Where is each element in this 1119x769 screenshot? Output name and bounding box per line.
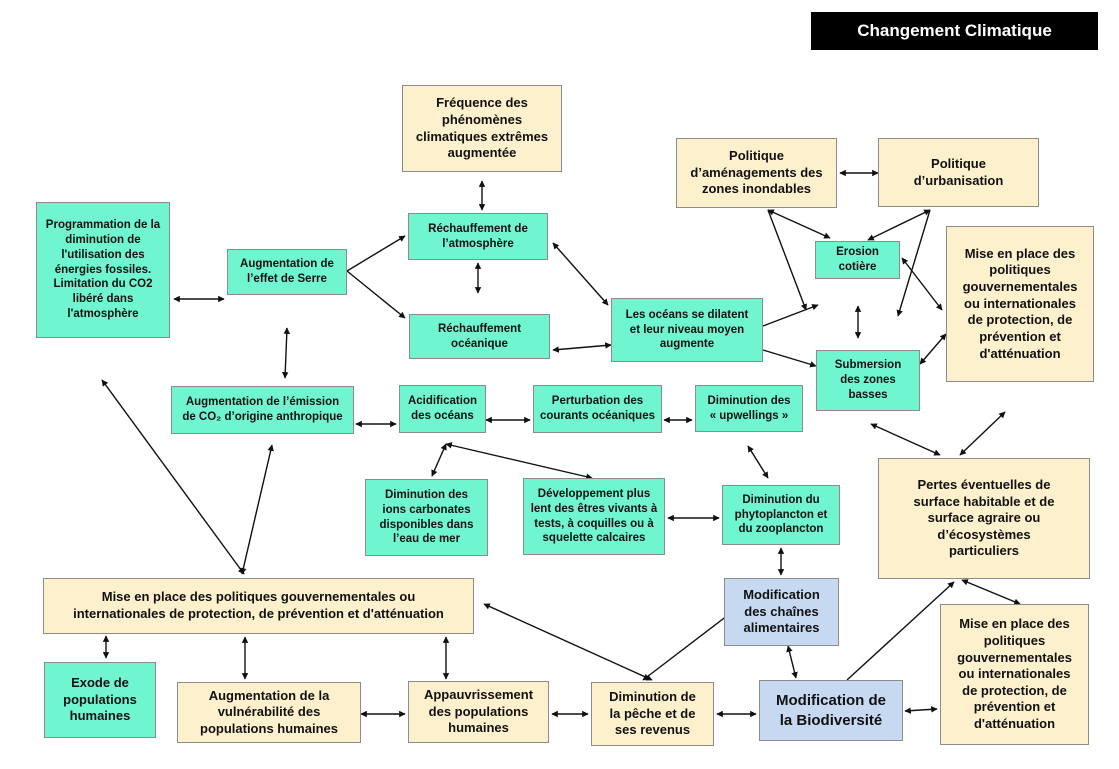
connector-arrow-42	[961, 579, 1021, 605]
connector-arrow-29	[240, 444, 274, 575]
node-vulnerabilite: Augmentation de la vulnérabilité des pop…	[177, 682, 361, 743]
node-modification-biodiversite: Modification de la Biodiversité	[759, 680, 903, 741]
node-rechauffement-atmosphere: Réchauffement de l’atmosphère	[408, 213, 548, 260]
node-diminution-upwellings: Diminution des « upwellings »	[695, 385, 803, 432]
node-oceans-dilatent: Les océans se dilatent et leur niveau mo…	[611, 298, 763, 362]
connector-arrow-24	[747, 445, 769, 479]
node-mise-en-place-right: Mise en place des politiques gouvernemen…	[946, 226, 1094, 382]
connector-arrow-10	[767, 209, 831, 239]
connector-arrow-26	[870, 423, 941, 456]
node-programmation: Programmation de la diminution de l'util…	[36, 202, 170, 338]
connector-arrow-12	[896, 209, 931, 317]
connector-arrow-6	[552, 242, 609, 306]
connector-arrow-22	[431, 443, 447, 477]
connector-arrow-27	[959, 411, 1006, 456]
node-modification-chaines: Modification des chaînes alimentaires	[724, 578, 839, 646]
node-mise-en-place-bottom-right: Mise en place des politiques gouvernemen…	[940, 604, 1089, 745]
connector-arrow-5	[346, 270, 406, 319]
diagram-title: Changement Climatique	[811, 12, 1098, 50]
node-developpement-lent: Développement plus lent des êtres vivant…	[523, 478, 665, 555]
node-frequence: Fréquence des phénomènes climatiques ext…	[402, 85, 562, 172]
node-phytoplancton: Diminution du phytoplancton et du zoopla…	[722, 485, 840, 545]
node-erosion: Erosion cotière	[815, 241, 900, 279]
node-exode: Exode de populations humaines	[44, 662, 156, 738]
connector-arrow-35	[642, 608, 737, 681]
node-politique-urbanisation: Politique d’urbanisation	[878, 138, 1039, 207]
node-pertes-surface: Pertes éventuelles de surface habitable …	[878, 458, 1090, 579]
connector-arrow-15	[762, 349, 817, 368]
node-mise-en-place-bottom: Mise en place des politiques gouvernemen…	[43, 578, 474, 634]
connector-arrow-17	[552, 342, 612, 353]
node-effet-serre: Augmentation de l’effet de Serre	[227, 249, 347, 295]
connector-arrow-11	[867, 209, 931, 241]
node-acidification: Acidification des océans	[399, 385, 486, 433]
connector-arrow-36	[786, 645, 798, 679]
connector-arrow-41	[846, 581, 955, 681]
node-ions-carbonates: Diminution des ions carbonates disponibl…	[365, 479, 488, 556]
connector-arrow-23	[445, 442, 593, 480]
connector-arrow-16	[919, 333, 947, 365]
connector-arrow-13	[901, 257, 943, 311]
node-appauvrissement: Appauvrissement des populations humaines	[408, 681, 549, 743]
node-submersion: Submersion des zones basses	[816, 350, 920, 411]
node-diminution-peche: Diminution de la pêche et de ses revenus	[591, 682, 714, 746]
connector-arrow-34	[483, 603, 653, 681]
node-perturbation-courants: Perturbation des courants océaniques	[533, 385, 662, 433]
connector-arrow-18	[281, 327, 291, 379]
connector-arrow-7	[762, 304, 819, 327]
node-emission-co2: Augmentation de l’émission de CO₂ d’orig…	[171, 386, 354, 434]
connector-arrow-28	[101, 379, 245, 575]
connector-arrow-40	[904, 706, 938, 714]
node-rechauffement-oceanique: Réchauffement océanique	[409, 314, 550, 359]
node-politique-amenagements: Politique d’aménagements des zones inond…	[676, 138, 837, 208]
connector-arrow-4	[346, 235, 406, 272]
